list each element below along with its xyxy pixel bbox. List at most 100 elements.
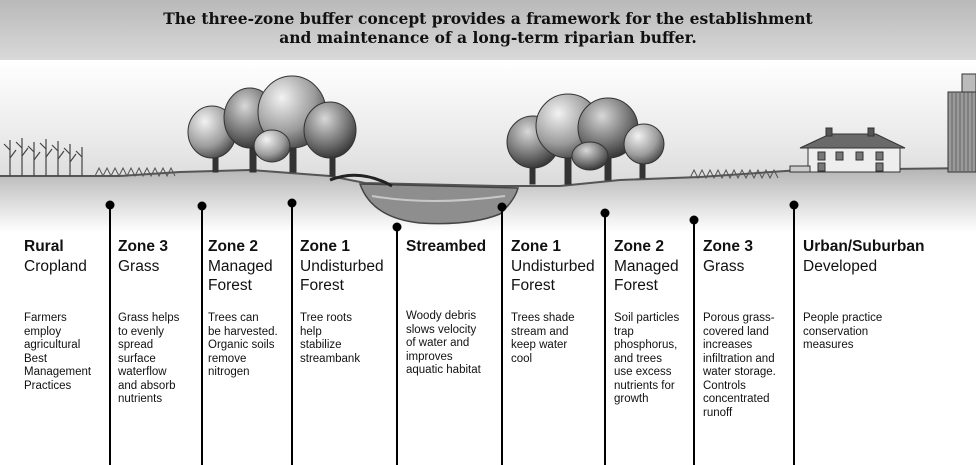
zone-description-line: concentrated (703, 393, 770, 405)
zone-description-line: increases (703, 339, 753, 351)
zone-description-line: spread (118, 339, 154, 351)
city-building (947, 73, 976, 173)
zone-description-line: covered land (703, 325, 769, 338)
divider-dot (287, 198, 297, 208)
zone-title: Zone 3 (703, 238, 753, 255)
zone-title: Zone 2 (614, 238, 664, 255)
zone-title: Zone 1 (511, 238, 561, 255)
zone-subtitle-line: Grass (703, 258, 745, 275)
zone-description-line: streambank (300, 352, 361, 365)
zone-description-line: stream and (511, 325, 569, 338)
zone-subtitle: Developed (803, 257, 899, 276)
zone-description-line: help (300, 325, 322, 338)
zone-description-line: stabilize (300, 339, 342, 351)
zone-description-line: Woody debris (406, 310, 477, 322)
farmhouse (789, 127, 906, 173)
divider-dot (789, 200, 799, 210)
zone-description-line: of water and (406, 337, 470, 349)
zone-description-line: Trees shade (511, 312, 575, 324)
zone-description-line: nutrients for (614, 379, 675, 392)
zone-title: Zone 3 (118, 238, 168, 255)
zone-description-line: and trees (614, 352, 662, 365)
zone-title: Zone 2 (208, 238, 258, 255)
zone-description-line: surface (118, 352, 156, 365)
zone-subtitle-line: Forest (208, 277, 252, 294)
divider-dot (600, 208, 610, 218)
right-forest-trees (506, 93, 665, 185)
zone-subtitle-line: Forest (511, 277, 555, 294)
zone-subtitle: Cropland (24, 257, 120, 276)
woody-debris (329, 173, 393, 188)
zone-subtitle-line: Forest (614, 277, 658, 294)
left-forest-trees (187, 75, 357, 177)
zone-subtitle-line: Undisturbed (300, 258, 384, 275)
zone-description-line: infiltration and (703, 352, 775, 365)
zone-description-line: Controls (703, 379, 746, 392)
zone-description-line: nitrogen (208, 366, 250, 378)
zone-description-line: Porous grass- (703, 312, 775, 324)
zone-description-line: People practice (803, 312, 883, 324)
stream-channel (358, 183, 519, 225)
zone-description-line: phosphorus, (614, 339, 678, 351)
zone-description-line: Tree roots (300, 312, 352, 324)
zone-dividers (105, 198, 799, 465)
zone-subtitle-line: Undisturbed (511, 258, 595, 275)
zone-description-line: cool (511, 352, 533, 365)
landscape-illustration (0, 60, 976, 465)
zone-description-line: Practices (24, 379, 72, 392)
zone-description-line: measures (803, 339, 854, 351)
zone-description-line: aquatic habitat (406, 364, 481, 376)
zone-description-line: employ (24, 325, 62, 338)
zone-subtitle-line: Grass (118, 258, 160, 275)
divider-dot (197, 201, 207, 211)
zone-description-line: Soil particles (614, 312, 680, 324)
zone-description-line: waterflow (118, 366, 167, 378)
zone-subtitle: Grass (118, 257, 214, 276)
zone-title: Streambed (406, 238, 487, 255)
divider-dot (689, 215, 699, 225)
zone-subtitle-line: Cropland (24, 258, 87, 275)
zone-description-line: Best (24, 352, 48, 365)
zone-description-line: conservation (803, 325, 869, 338)
zone-description-line: Organic soils (208, 339, 275, 351)
grass-strip (94, 166, 779, 180)
zone-title: Urban/Suburban (803, 238, 925, 255)
zone-description-line: Trees can (208, 312, 259, 324)
zone-title: Zone 1 (300, 238, 350, 255)
zone-description-line: runoff (703, 406, 733, 419)
zone-subtitle-line: Forest (300, 277, 344, 294)
zone-description-line: improves (406, 350, 453, 363)
banner-line-2: and maintenance of a long-term riparian … (279, 28, 697, 47)
zone-description-line: trap (614, 325, 634, 338)
zone-description-line: Farmers (24, 312, 67, 324)
zone-subtitle-line: Managed (208, 258, 273, 275)
zone-description-line: Grass helps (118, 312, 180, 324)
zone-description-line: keep water (511, 339, 568, 351)
title-banner: The three-zone buffer concept provides a… (0, 0, 976, 60)
zone-description-line: use excess (614, 366, 672, 378)
divider-dot (105, 200, 115, 210)
zone-description-line: Management (24, 366, 92, 378)
divider-dot (392, 222, 402, 232)
corn-crops (3, 138, 83, 176)
divider-dot (497, 202, 507, 212)
zone-description-line: and absorb (118, 379, 176, 392)
